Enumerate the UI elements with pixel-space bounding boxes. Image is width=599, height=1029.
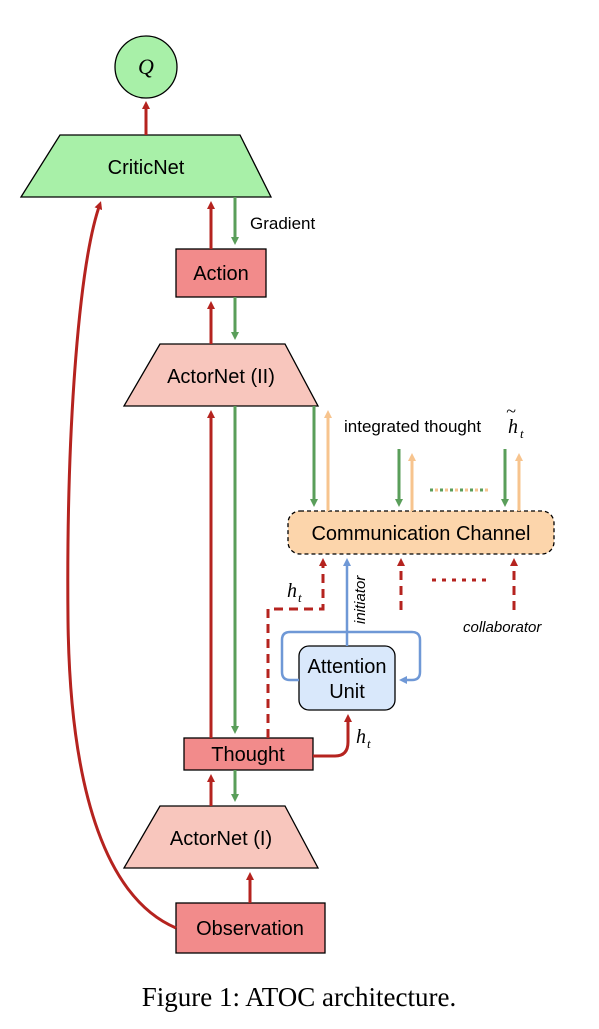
collaborator-label: collaborator (463, 619, 542, 636)
attention-loop (280, 630, 347, 682)
initiator-label: initiator (352, 575, 369, 624)
arrow-thought-to-attention (313, 714, 352, 758)
actornet-ii-node (122, 343, 320, 407)
ht-label-attention-subscript: t (367, 736, 371, 751)
dashed-thought-to-channel (266, 558, 327, 738)
ht-label-channel: h (287, 580, 297, 602)
integrated-thought-label: integrated thought (344, 417, 481, 436)
action-node (175, 248, 267, 298)
attention-loop-right (347, 630, 422, 684)
integrated-h-symbol: h (508, 416, 518, 438)
ht-label-attention: h (356, 726, 366, 748)
attention-unit-label-line1: Attention (308, 656, 387, 678)
observation-label: Observation (196, 918, 304, 940)
actornet-i-node (122, 805, 320, 869)
communication-channel-node (287, 510, 555, 555)
attention-unit-label-line2: Unit (329, 681, 365, 703)
arrow-observation-to-critic (66, 201, 177, 930)
criticnet-label: CriticNet (108, 157, 185, 179)
actornet-i-label: ActorNet (I) (170, 828, 272, 850)
actornet-ii-label: ActorNet (II) (167, 366, 275, 388)
thought-label: Thought (211, 744, 285, 766)
q-node (114, 35, 178, 99)
thought-node (183, 737, 314, 771)
integrated-h-subscript: t (520, 426, 524, 441)
figure-caption: Figure 1: ATOC architecture. (142, 982, 456, 1012)
gradient-label: Gradient (250, 214, 315, 233)
ht-label-channel-subscript: t (298, 590, 302, 605)
communication-channel-label: Communication Channel (311, 523, 530, 545)
integrated-h-tilde: ~ (506, 401, 516, 421)
action-label: Action (193, 263, 249, 285)
criticnet-node (19, 134, 273, 198)
q-label: Q (138, 54, 154, 79)
